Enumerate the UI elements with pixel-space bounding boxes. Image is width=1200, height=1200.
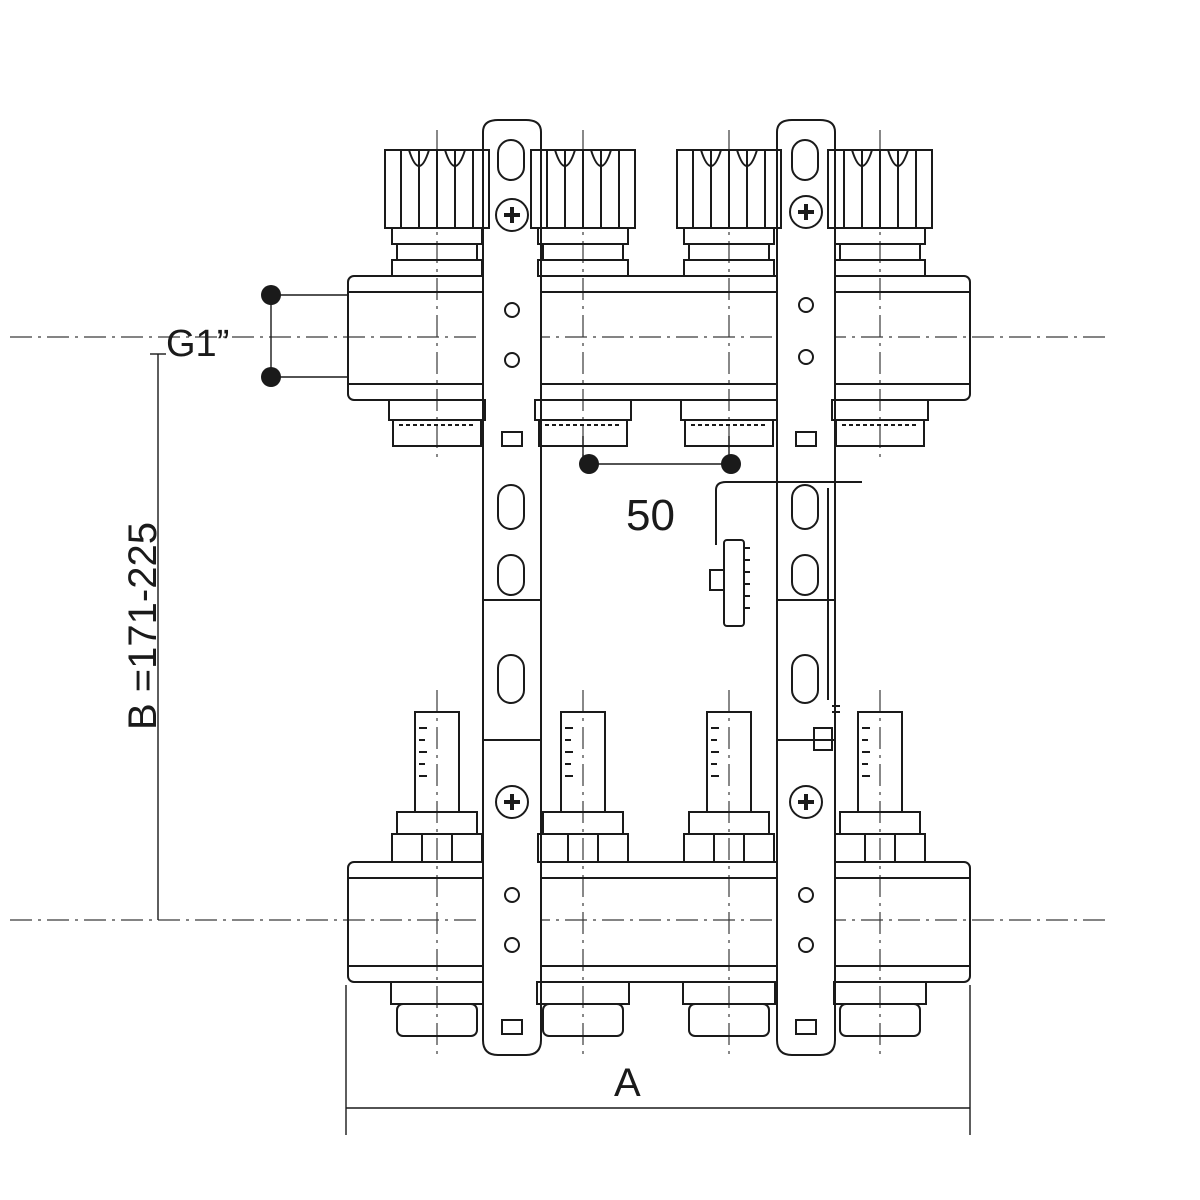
left-mounting-bracket: [482, 119, 542, 1056]
valve-caps: [384, 149, 933, 447]
right-mounting-bracket: [776, 119, 836, 1056]
flow-meters: [390, 711, 927, 1037]
dimension-markers: [261, 285, 741, 474]
bottom-manifold-bar: [347, 861, 971, 983]
thermometer-assembly: [709, 481, 862, 751]
thread-size-label: G1”: [166, 323, 229, 365]
outlet-spacing-label: 50: [626, 491, 675, 540]
height-dimension-label: B =171-225: [121, 522, 165, 730]
top-manifold-bar: [347, 275, 971, 401]
mounting-screws: [495, 195, 823, 819]
centerlines: [10, 130, 1110, 1060]
length-dimension-label: A: [614, 1061, 641, 1105]
